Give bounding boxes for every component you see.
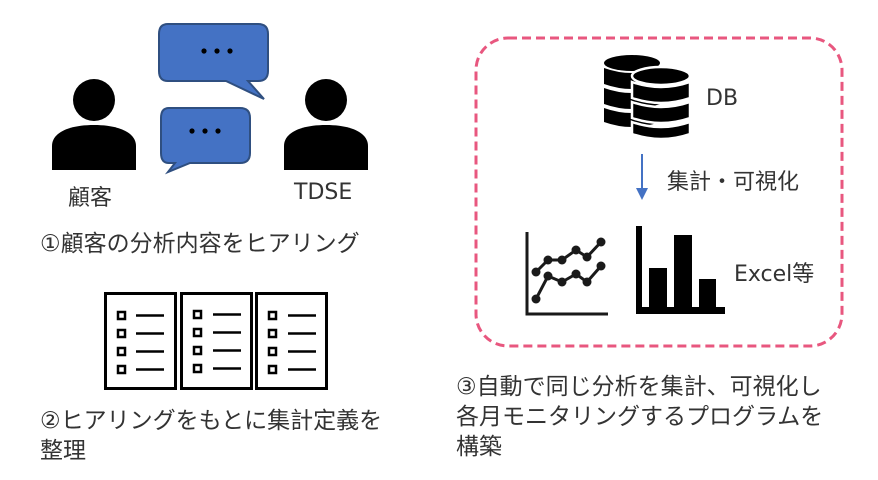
step2-caption: ②ヒアリングをもとに集計定義を 整理 xyxy=(40,406,382,466)
step3-caption-line1: ③自動で同じ分析を集計、可視化し xyxy=(456,374,822,400)
tdse-label: TDSE xyxy=(294,180,353,205)
speech-bubble-top-icon xyxy=(158,23,269,100)
aggregate-visualize-label: 集計・可視化 xyxy=(667,170,800,195)
excel-label: Excel等 xyxy=(734,262,815,287)
tdse-person-icon xyxy=(284,79,368,170)
step2-caption-line1: ②ヒアリングをもとに集計定義を xyxy=(40,408,383,434)
down-arrow-icon xyxy=(636,154,648,200)
db-label: DB xyxy=(706,86,739,111)
step3-caption-line2: 各月モニタリングするプログラムを xyxy=(456,404,824,430)
step3-caption-line3: 構築 xyxy=(456,434,502,460)
automation-dashed-frame xyxy=(474,36,844,348)
customer-person-icon xyxy=(52,79,136,170)
speech-bubble-bottom-icon xyxy=(160,107,251,175)
bar-chart-icon xyxy=(636,226,725,314)
checklist-documents-icon xyxy=(104,292,328,390)
step2-caption-line2: 整理 xyxy=(40,438,86,464)
step1-caption: ①顧客の分析内容をヒアリング xyxy=(40,231,360,257)
line-chart-icon xyxy=(525,232,608,316)
database-icon xyxy=(604,55,692,141)
step3-caption: ③自動で同じ分析を集計、可視化し 各月モニタリングするプログラムを 構築 xyxy=(456,372,823,462)
customer-label: 顧客 xyxy=(68,186,113,211)
